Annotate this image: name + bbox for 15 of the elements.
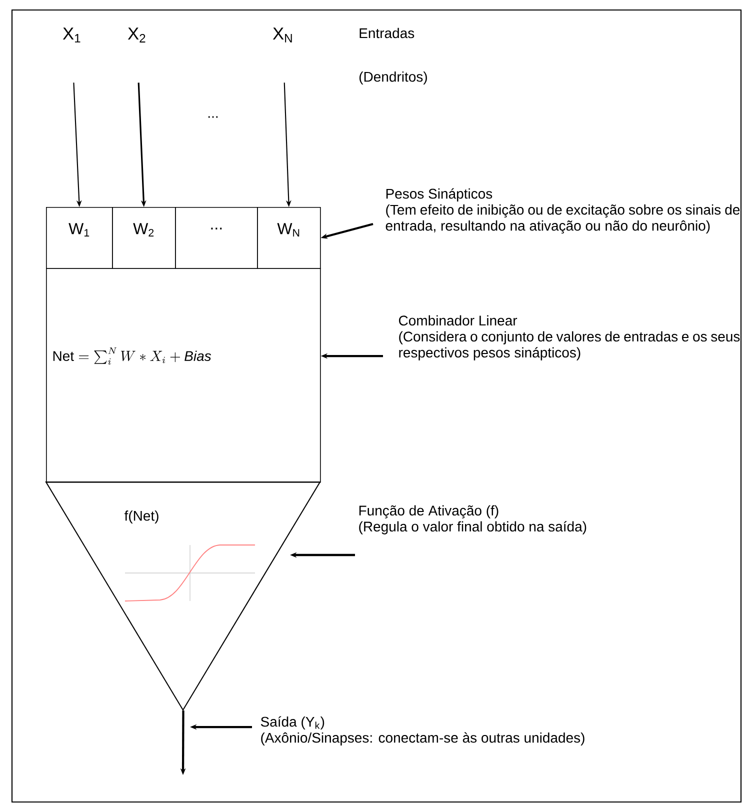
annotation-text: Combinador Linear (Considera o conjunto de valores de entradas e os seus respectivos pesos sinápticos): [398, 315, 740, 360]
weight-cell: W$_{2}$: [112, 207, 176, 269]
label-text: (Dendritos): [359, 71, 427, 85]
label-text: ...: [208, 116, 218, 118]
weight-cell: W$_{1}$: [46, 207, 113, 269]
input-label: X$_{2}$: [128, 28, 146, 42]
input-label: X$_{1}$: [62, 28, 80, 42]
annotation-text: Função de Ativação (f) (Regula o valor final obtido na saída): [359, 505, 586, 534]
label-text: Entradas: [360, 28, 414, 38]
weight-cell: W$_{N}$: [257, 207, 321, 269]
combiner-box: $\mathrm{Net} = \sum_{i}^{N} W * X_{i} + \mathit{Bias}$: [46, 268, 321, 483]
annotation-text: Pesos Sinápticos (Tem efeito de inibição ou de excitação sobre os sinais de entrada, resultando na ativação ou não do neurônio): [386, 188, 740, 234]
annotation-text: Saída (Y$_{k}$) (Axônio/Sinapses: conectam-se às outras unidades): [260, 716, 584, 746]
input-label: X$_{N}$: [272, 28, 292, 42]
weight-cell: ...: [175, 207, 258, 269]
